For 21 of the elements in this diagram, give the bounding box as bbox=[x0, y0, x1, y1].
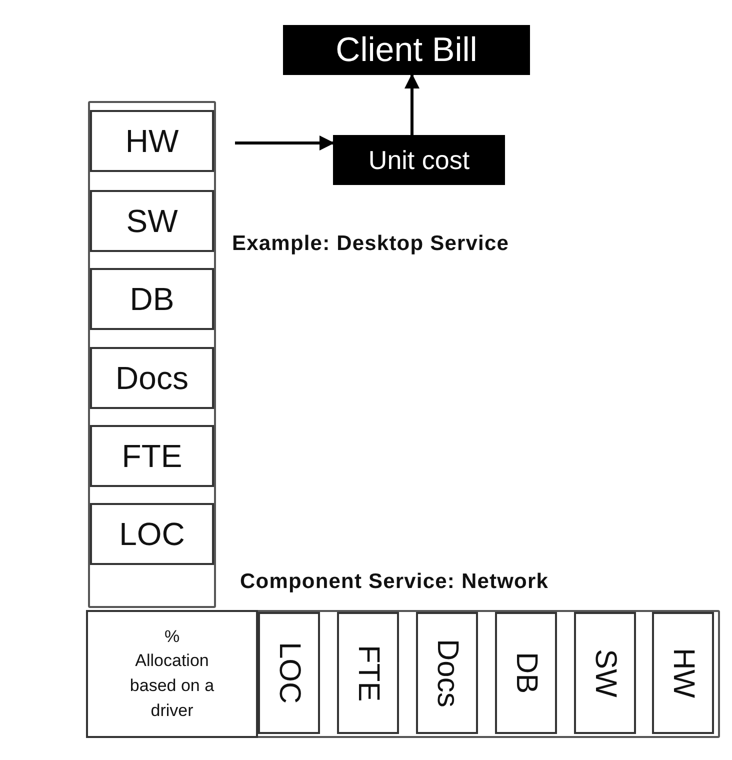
arrow bbox=[404, 74, 420, 135]
component-box: Docs bbox=[416, 612, 478, 734]
component-box: LOC bbox=[90, 503, 214, 565]
component-box: FTE bbox=[90, 425, 214, 487]
allocation-cell: % Allocation based on a driver bbox=[86, 610, 258, 738]
frame-box bbox=[86, 610, 720, 738]
component-box: SW bbox=[574, 612, 636, 734]
component-box: Docs bbox=[90, 347, 214, 409]
arrow bbox=[235, 136, 334, 150]
cost-box: Client Bill bbox=[283, 25, 530, 75]
caption-text: Component Service: Network bbox=[240, 570, 548, 594]
component-box: LOC bbox=[258, 612, 320, 734]
component-box: HW bbox=[90, 110, 214, 172]
cost-box: Unit cost bbox=[333, 135, 505, 185]
component-box: FTE bbox=[337, 612, 399, 734]
component-box: DB bbox=[495, 612, 557, 734]
component-box: DB bbox=[90, 268, 214, 330]
component-box: SW bbox=[90, 190, 214, 252]
frame-box bbox=[88, 101, 216, 608]
caption-text: Example: Desktop Service bbox=[232, 232, 510, 256]
component-box: HW bbox=[652, 612, 714, 734]
